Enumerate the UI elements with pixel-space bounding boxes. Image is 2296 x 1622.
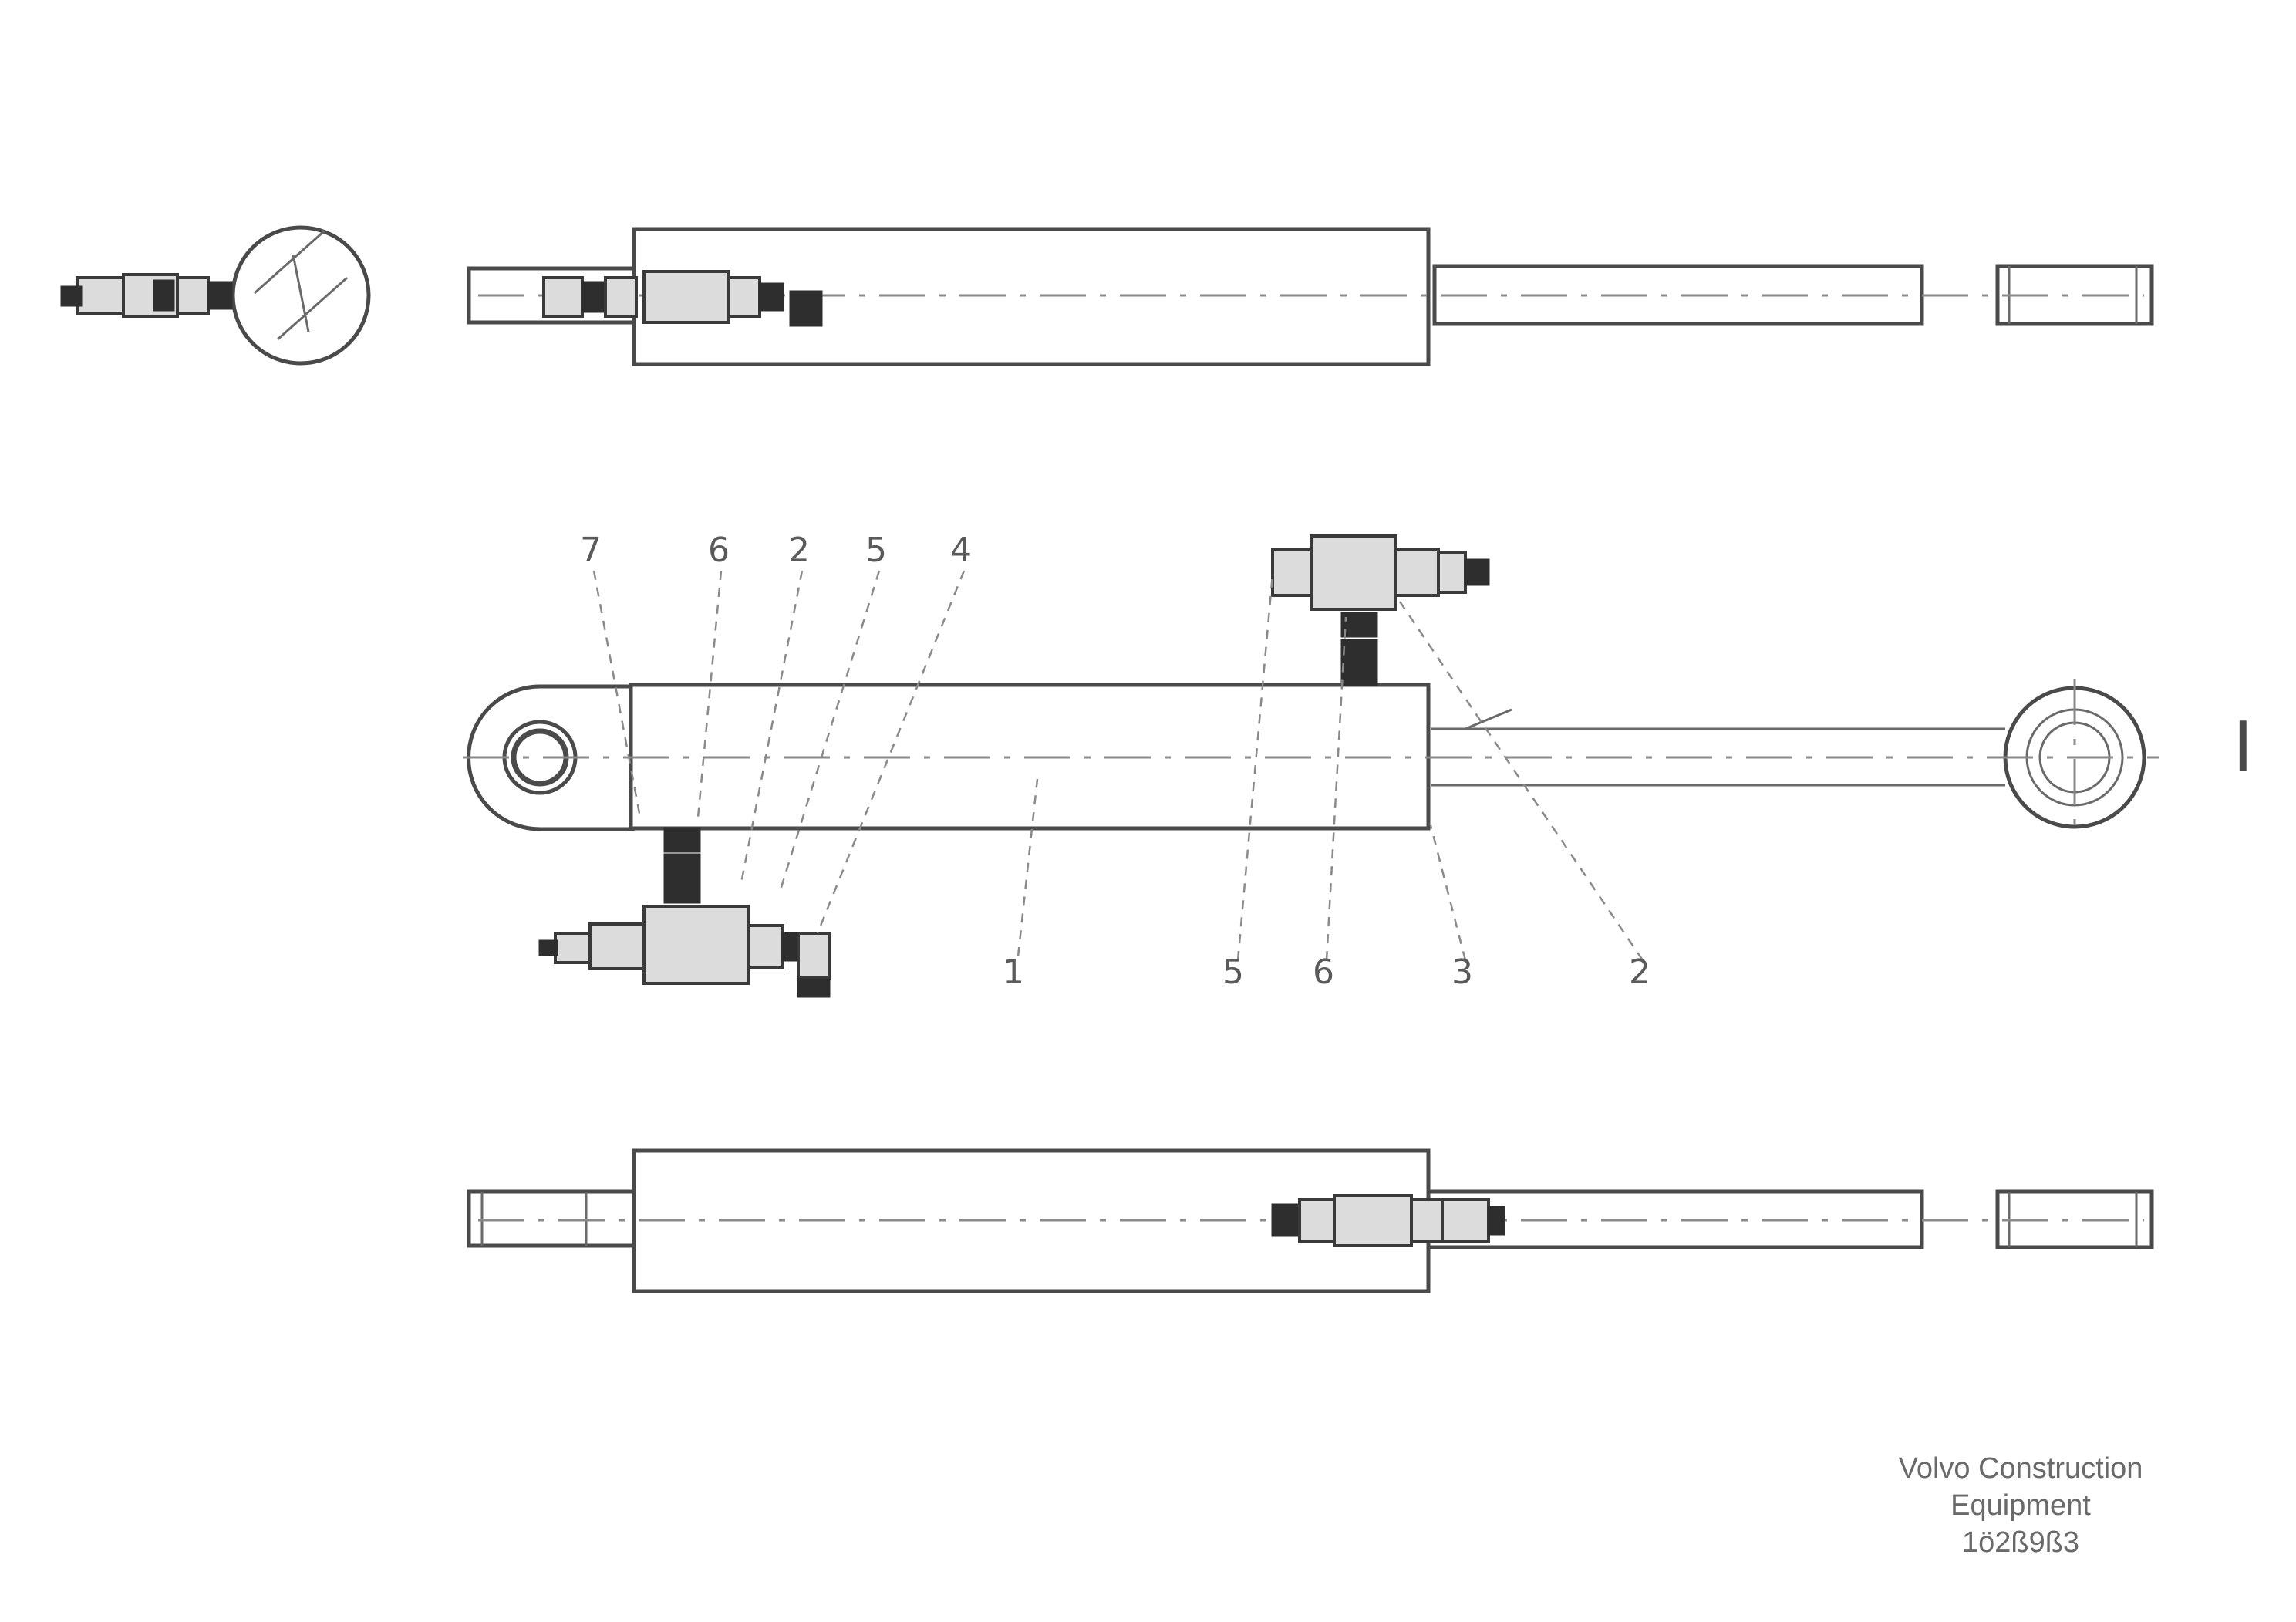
detail-view-fitting xyxy=(60,225,371,366)
callout-top-2: 6 xyxy=(708,531,730,570)
callout-top-3: 2 xyxy=(788,531,810,570)
cylinder-top-view xyxy=(467,227,2154,366)
top-view-valve-fittings xyxy=(542,270,823,327)
title-block-company: Volvo Construction xyxy=(1898,1452,2143,1485)
view-marker: I xyxy=(2233,707,2254,788)
cylinder-side-view: 7 6 2 5 4 1 5 6 3 2 I xyxy=(463,531,2254,998)
callout-bottom-1: 1 xyxy=(1003,953,1024,992)
callout-top-5: 4 xyxy=(950,531,972,570)
upper-valve-block xyxy=(1271,534,1490,686)
callout-top-1: 7 xyxy=(580,531,602,570)
lower-valve-block xyxy=(538,827,831,998)
title-block-division: Equipment xyxy=(1950,1489,2091,1522)
cylinder-bottom-view xyxy=(467,1148,2154,1293)
title-block: Volvo Construction Equipment 1ö2ß9ß3 xyxy=(1836,1450,2206,1561)
title-block-drawing-number: 1ö2ß9ß3 xyxy=(1961,1526,2080,1559)
callout-bottom-2: 5 xyxy=(1222,953,1244,992)
callout-top-4: 5 xyxy=(865,531,887,570)
callout-bottom-5: 2 xyxy=(1629,953,1650,992)
callout-bottom-3: 6 xyxy=(1313,953,1334,992)
callout-leader-lines xyxy=(592,570,1644,961)
callout-bottom-4: 3 xyxy=(1451,953,1473,992)
bottom-view-valve-fittings xyxy=(1271,1194,1505,1247)
